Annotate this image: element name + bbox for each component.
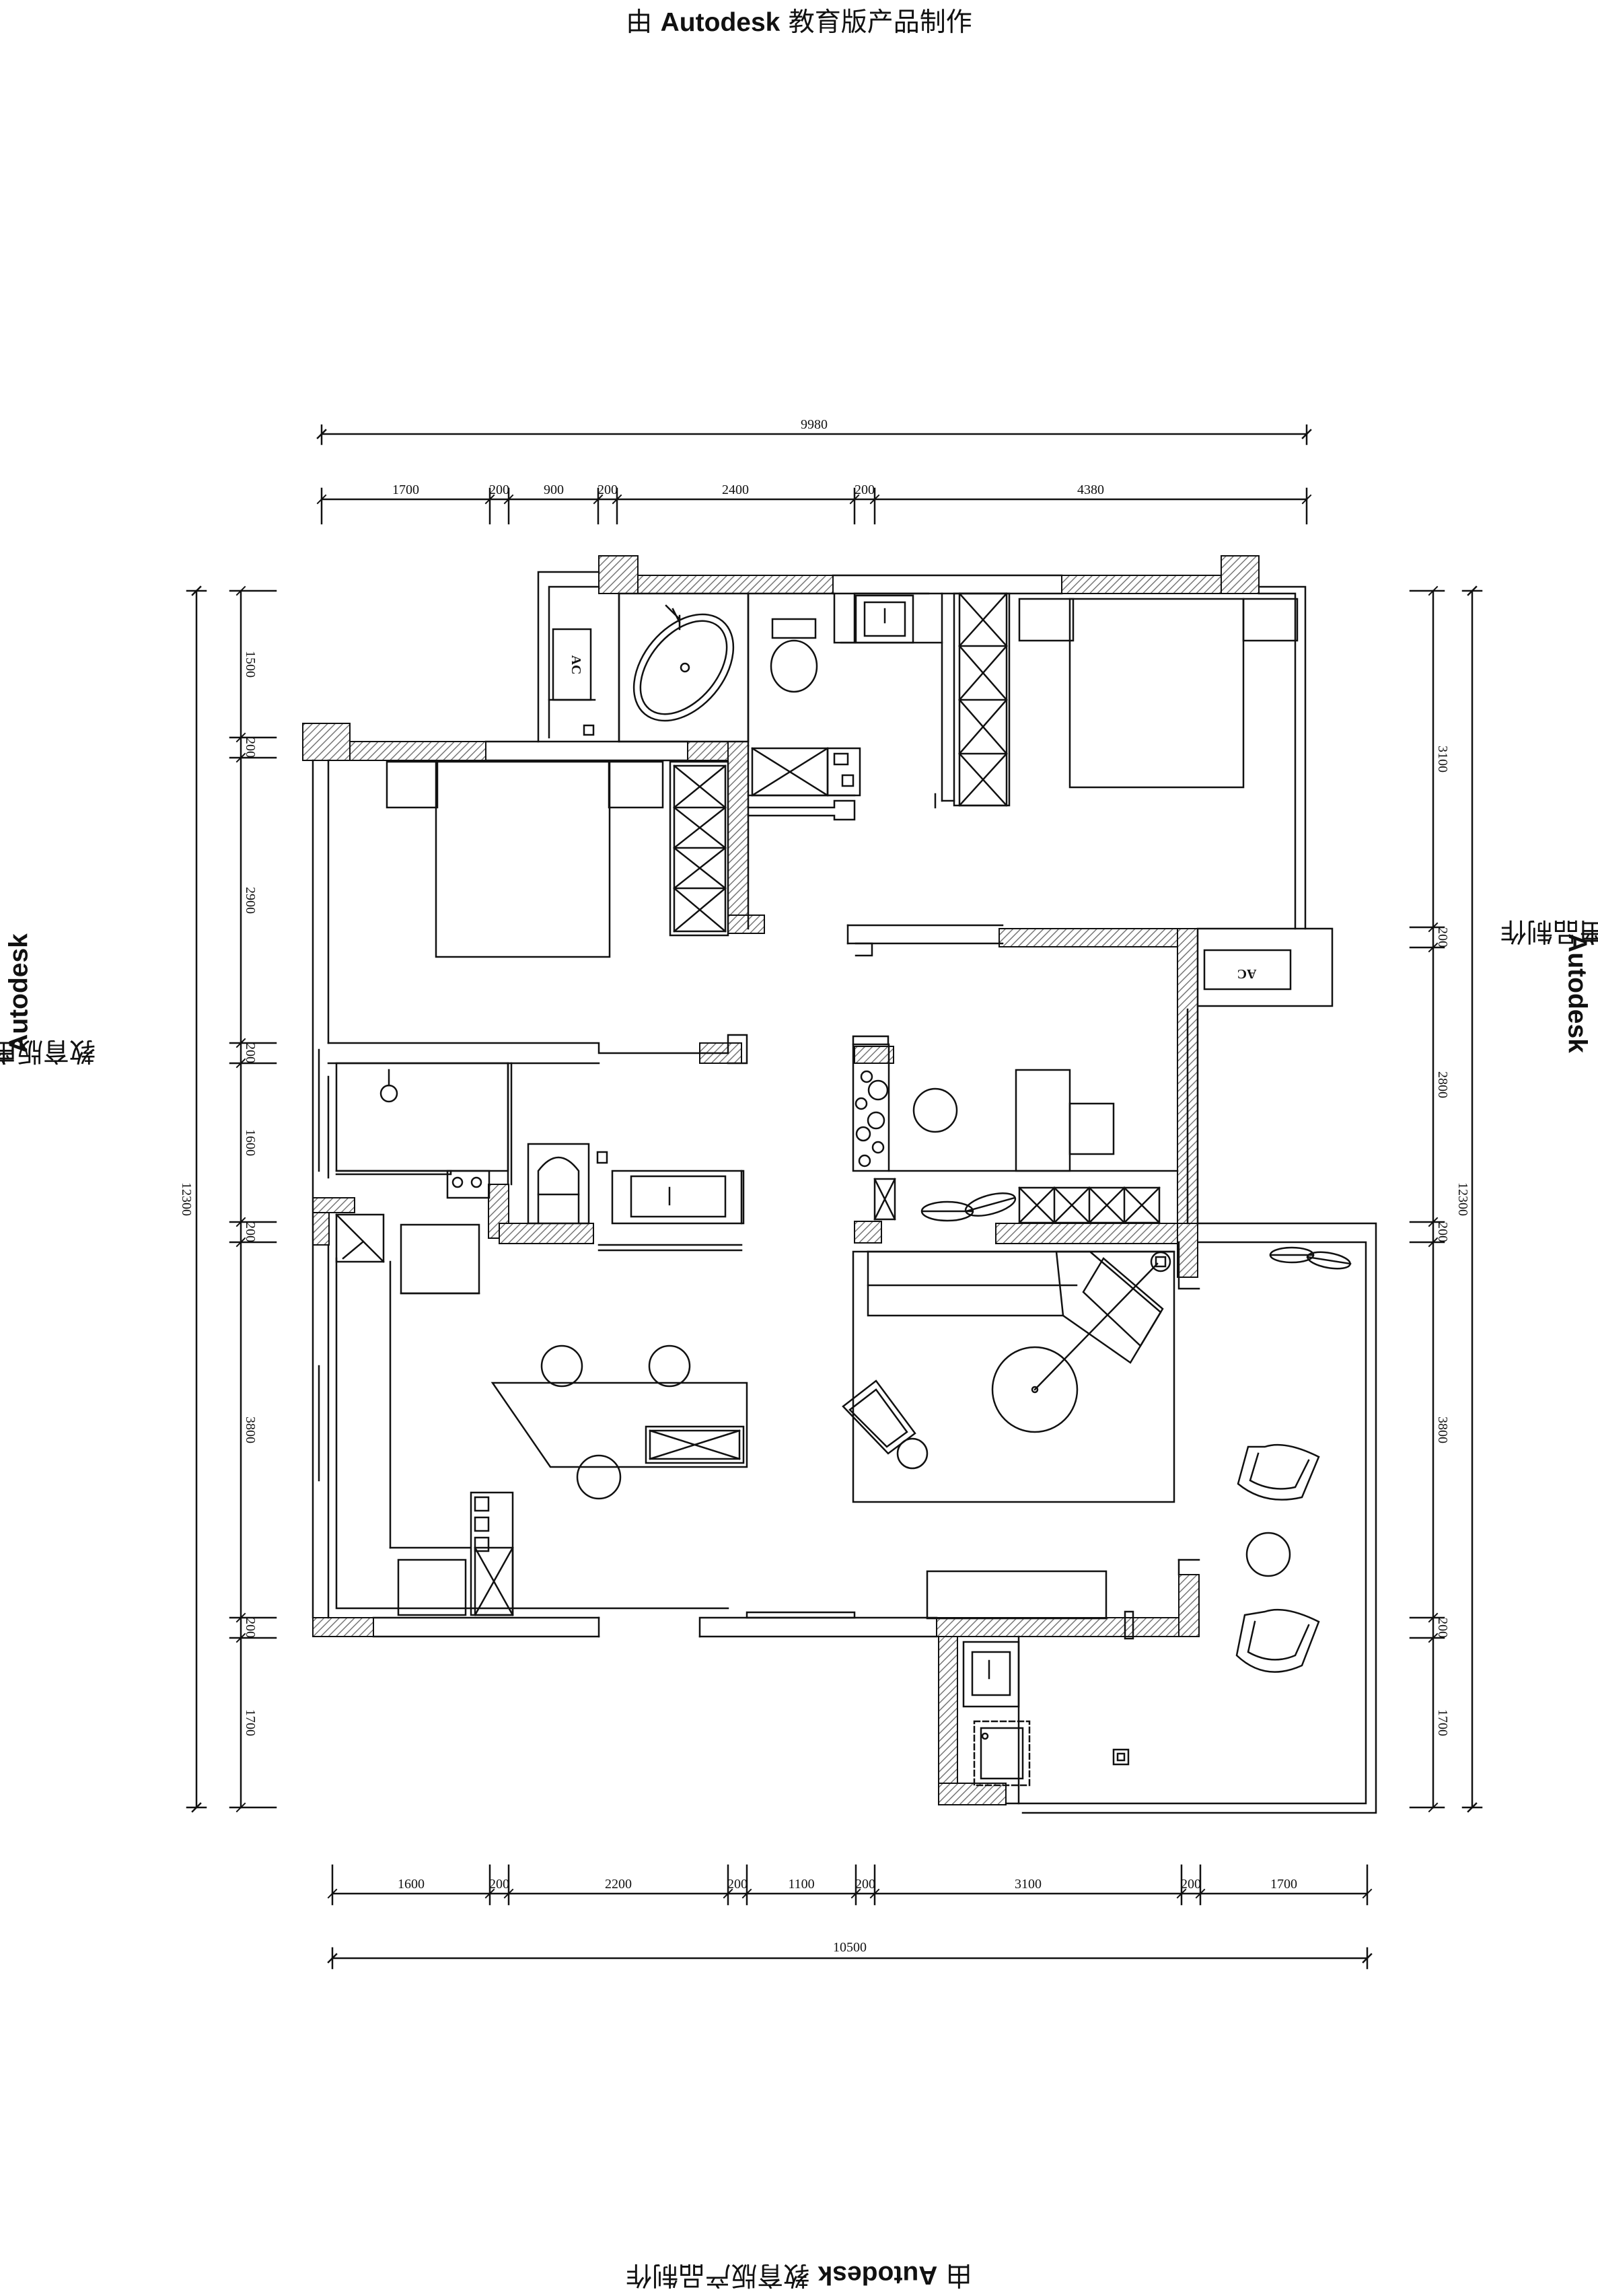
kitchen bbox=[335, 1213, 748, 1616]
dim-bottom-total: 10500 bbox=[833, 1940, 867, 1955]
ac-unit-top bbox=[548, 628, 596, 736]
dim-top-7: 4380 bbox=[1077, 482, 1104, 497]
dim-right-3: 2800 bbox=[1435, 1071, 1450, 1098]
dim-top-1: 1700 bbox=[392, 482, 419, 497]
dim-bottom-7: 3100 bbox=[1015, 1877, 1042, 1892]
dim-right-1: 3100 bbox=[1435, 746, 1450, 773]
dim-bottom-6: 200 bbox=[855, 1877, 875, 1892]
watermark-top: 由 Autodesk 教育版产品制作 bbox=[626, 7, 972, 38]
dim-right-5: 3800 bbox=[1435, 1416, 1450, 1443]
bedroom-second bbox=[386, 760, 729, 958]
dim-left-9: 1700 bbox=[243, 1709, 258, 1736]
dim-left-3: 2900 bbox=[243, 887, 258, 914]
dim-bottom-1: 1600 bbox=[398, 1877, 425, 1892]
dim-top-2: 200 bbox=[489, 482, 509, 497]
dim-bottom-8: 200 bbox=[1181, 1877, 1201, 1892]
dimension-bottom bbox=[327, 1864, 1373, 1970]
plant-living bbox=[1269, 1246, 1352, 1270]
tv-cabinet bbox=[926, 1570, 1107, 1620]
dim-bottom-9: 1700 bbox=[1270, 1877, 1297, 1892]
dimension-right bbox=[1409, 585, 1483, 1813]
dim-top-6: 200 bbox=[855, 482, 875, 497]
dining-island bbox=[491, 1344, 748, 1500]
armchair-bottom bbox=[1235, 1608, 1320, 1673]
dim-right-total: 12300 bbox=[1455, 1182, 1470, 1216]
toilet-left bbox=[527, 1143, 590, 1225]
dim-top-4: 200 bbox=[597, 482, 618, 497]
bedroom-master bbox=[934, 592, 1299, 809]
dim-top-total: 9980 bbox=[801, 417, 828, 432]
bed-second bbox=[435, 760, 611, 958]
dimension-labels: 9980 1700 200 900 200 2400 200 4380 1600… bbox=[179, 417, 1470, 1955]
ac-label-top: AC bbox=[569, 655, 583, 675]
dim-right-2: 200 bbox=[1435, 927, 1450, 947]
sink-left bbox=[630, 1175, 727, 1218]
armchair-top bbox=[1237, 1443, 1320, 1501]
dim-left-8: 200 bbox=[243, 1618, 258, 1638]
dimension-top bbox=[316, 424, 1312, 525]
dim-left-total: 12300 bbox=[179, 1182, 194, 1216]
dim-top-5: 2400 bbox=[722, 482, 749, 497]
plant-study bbox=[920, 1192, 1017, 1222]
dim-right-7: 1700 bbox=[1435, 1709, 1450, 1736]
toilet-top bbox=[770, 618, 818, 693]
living-room bbox=[842, 1246, 1352, 1673]
dim-left-6: 200 bbox=[243, 1222, 258, 1242]
bed-master bbox=[1068, 598, 1245, 789]
ac-label-right: AC bbox=[1237, 966, 1257, 981]
balcony bbox=[962, 1635, 1130, 1805]
dim-right-4: 200 bbox=[1435, 1222, 1450, 1242]
dim-bottom-2: 200 bbox=[489, 1877, 509, 1892]
dim-left-4: 200 bbox=[243, 1043, 258, 1063]
ac-unit-right bbox=[1203, 949, 1292, 991]
dim-bottom-4: 200 bbox=[727, 1877, 748, 1892]
bathroom-master bbox=[618, 592, 943, 821]
bathroom-left bbox=[335, 1062, 745, 1252]
outline-walls bbox=[312, 571, 1377, 1814]
dim-left-5: 1600 bbox=[243, 1129, 258, 1156]
bathtub bbox=[632, 613, 735, 722]
dim-left-1: 1500 bbox=[243, 651, 258, 678]
study bbox=[852, 1035, 1179, 1224]
dim-left-2: 200 bbox=[243, 738, 258, 758]
dim-bottom-3: 2200 bbox=[605, 1877, 632, 1892]
structural-walls bbox=[302, 555, 1260, 1805]
dim-top-3: 900 bbox=[544, 482, 564, 497]
dim-bottom-5: 1100 bbox=[788, 1877, 814, 1892]
dim-left-7: 3800 bbox=[243, 1416, 258, 1443]
dim-right-6: 200 bbox=[1435, 1618, 1450, 1638]
dimension-left bbox=[186, 585, 277, 1813]
